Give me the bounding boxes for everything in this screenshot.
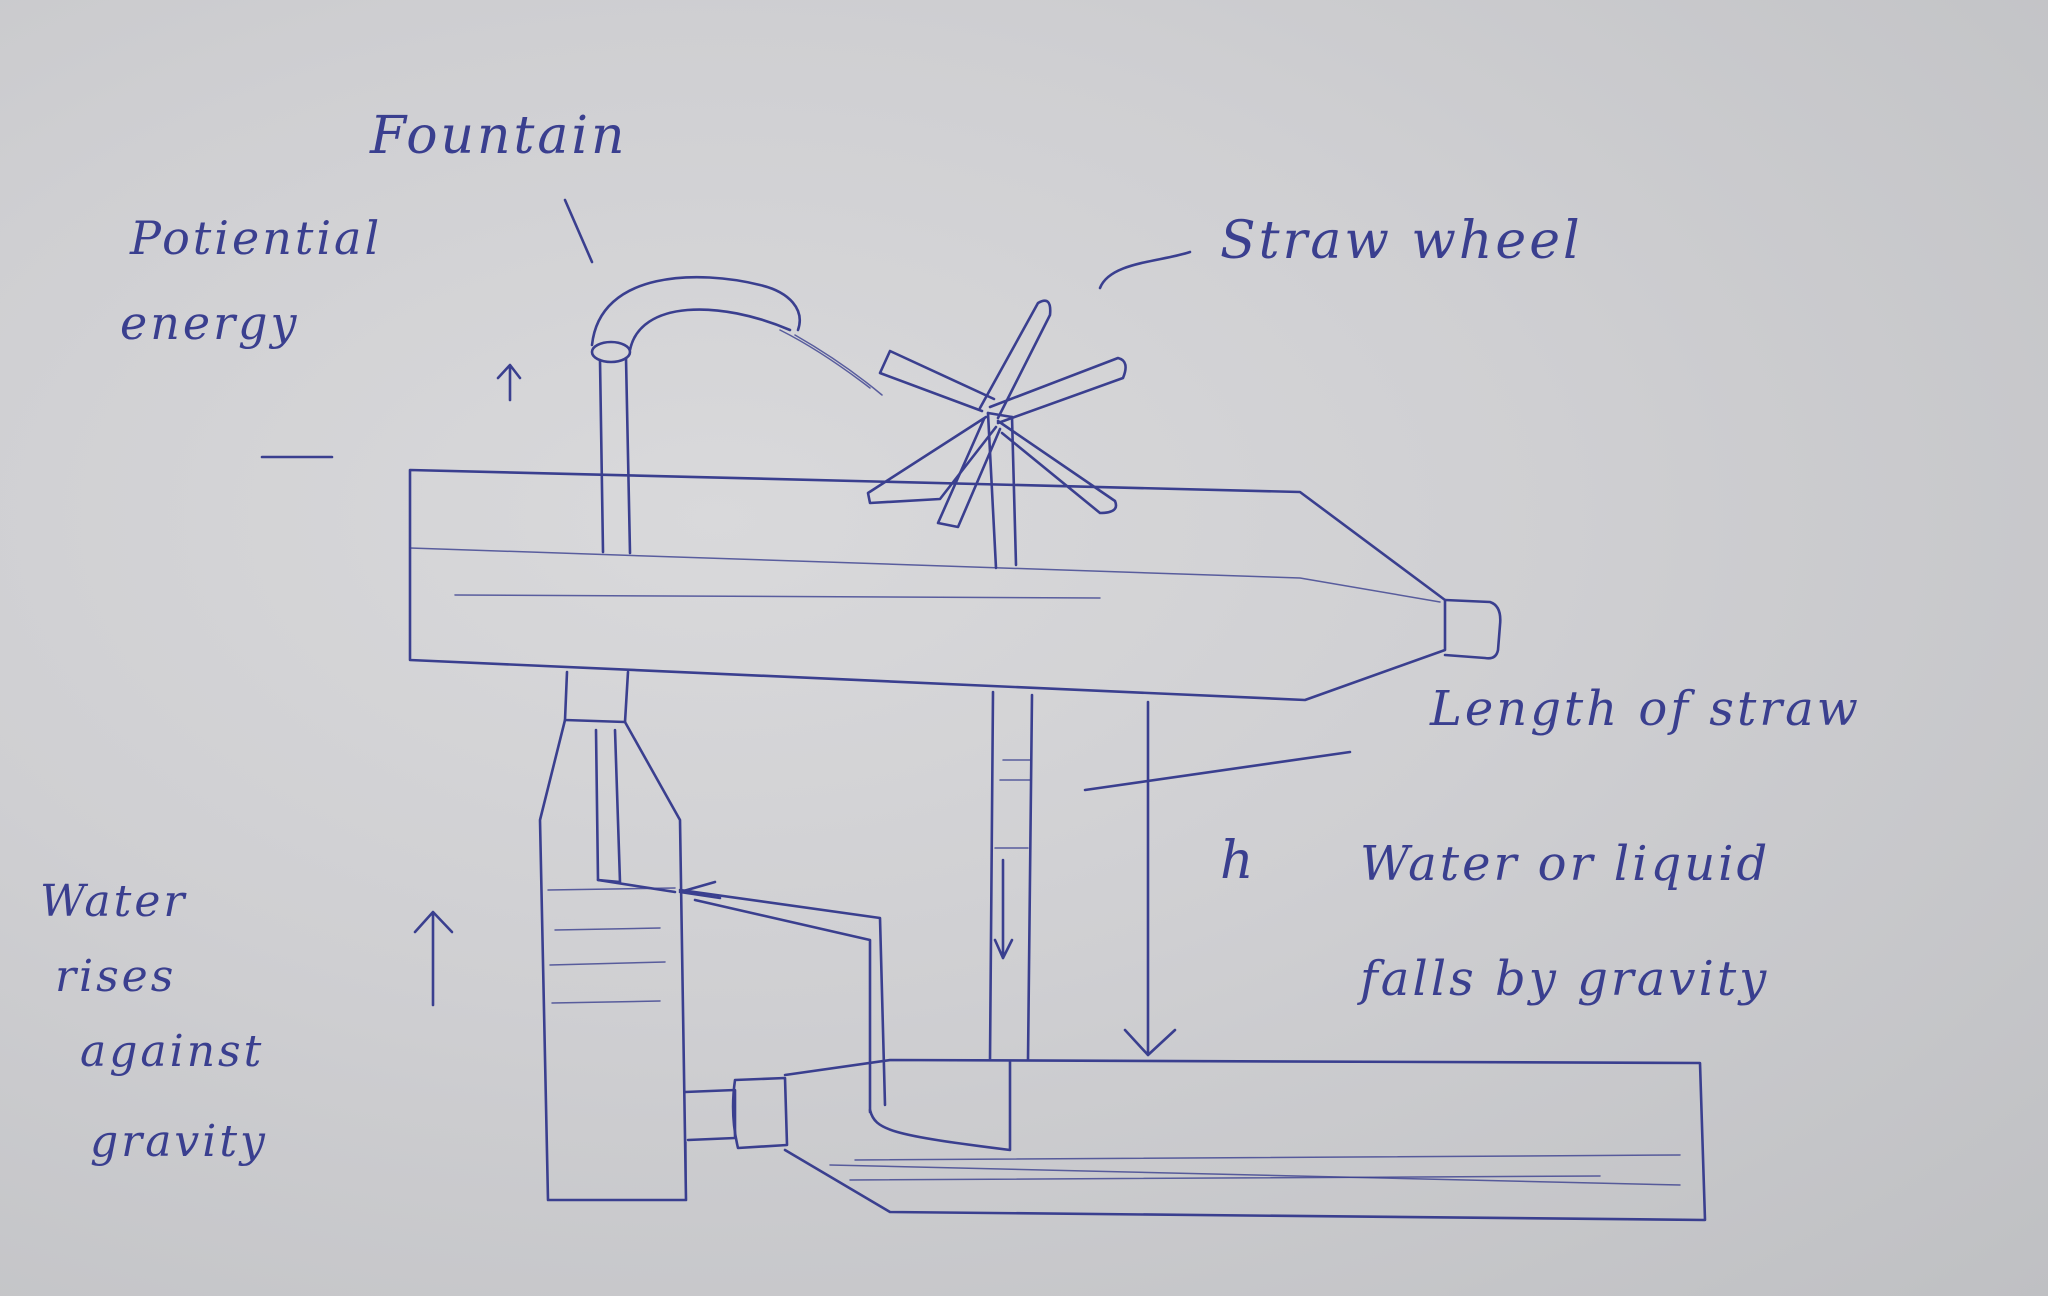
- vertical-bottle-water-line-2: [554, 927, 661, 931]
- cross-tube-lower: [693, 898, 872, 1114]
- cross-tube-arrow: [678, 880, 722, 900]
- down-straw-flow-arrow: [993, 858, 1014, 960]
- lower-bottle-outline: [783, 1058, 1707, 1222]
- fountain-arc-inner: [628, 308, 792, 352]
- label-rises-line-3: against: [80, 1026, 265, 1077]
- label-length-of-straw: Length of straw: [1430, 681, 1861, 737]
- down-straw: [988, 690, 1034, 1062]
- straw-wheel: [866, 299, 1127, 570]
- lower-bottle-cap-neck: [683, 1088, 737, 1142]
- upper-bottle-cap: [1443, 598, 1502, 660]
- straw-wheel-pointer: [1098, 250, 1192, 290]
- inner-riser-tube-2: [596, 878, 677, 894]
- label-h: h: [1220, 831, 1257, 891]
- lower-bottle-return-tube: [868, 1060, 1012, 1152]
- wheel-blade-lower-left: [866, 415, 998, 505]
- label-rises-line-2: rises: [55, 951, 177, 1002]
- wheel-shaft-left: [986, 411, 998, 570]
- label-potential-energy-2: energy: [120, 296, 300, 350]
- lower-bottle-water-line-1: [854, 1154, 1681, 1161]
- wheel-hub: [986, 411, 1014, 419]
- label-straw-wheel: Straw wheel: [1220, 211, 1583, 271]
- upper-bottle-outline: [408, 468, 1447, 702]
- cross-tube: [678, 880, 887, 1114]
- fountain-spray-1: [779, 329, 871, 389]
- wheel-blade-up: [978, 299, 1052, 420]
- length-of-straw-pointer: [1083, 750, 1352, 792]
- fountain-spray-2: [794, 334, 883, 396]
- vertical-bottle-water-line-4: [551, 1000, 661, 1004]
- lower-bottle-water-line-3: [829, 1164, 1681, 1186]
- inner-riser-tube: [594, 728, 622, 884]
- vertical-bottle-water-line-3: [549, 961, 666, 966]
- fountain-riser-left: [598, 358, 605, 554]
- label-potential-energy-1: Potiential: [130, 211, 383, 265]
- label-fountain: Fountain: [370, 106, 628, 166]
- fountain-arc-outer: [590, 275, 801, 347]
- lower-bottle-water-line-2: [849, 1175, 1601, 1181]
- vertical-bottle: [538, 670, 688, 1202]
- down-straw-left: [988, 690, 995, 1062]
- lower-bottle-cap: [731, 1076, 789, 1150]
- upper-bottle-water-line: [409, 547, 1441, 603]
- vertical-bottle-outline: [538, 718, 688, 1202]
- wheel-blade-upper-left: [878, 349, 996, 413]
- wheel-blade-down: [936, 417, 1002, 529]
- wheel-shaft-right: [1010, 415, 1018, 567]
- wheel-blade-lower-right: [996, 419, 1118, 515]
- wheel-blade-right: [988, 356, 1127, 425]
- fountain-nozzle: [590, 340, 632, 364]
- potential-energy-arrow: [496, 363, 522, 402]
- water-rises-arrow: [413, 910, 454, 1007]
- down-straw-right: [1026, 693, 1034, 1062]
- label-falls-line-1: Water or liquid: [1360, 836, 1771, 892]
- label-rises-line-4: gravity: [90, 1116, 268, 1167]
- fountain-tube: [563, 198, 883, 555]
- height-arrow: [1123, 700, 1177, 1057]
- lower-bottle: [683, 1058, 1707, 1222]
- fountain-pointer: [563, 198, 594, 264]
- cross-tube-upper: [678, 888, 887, 1107]
- fountain-riser-right: [624, 356, 632, 555]
- label-falls-line-2: falls by gravity: [1360, 951, 1770, 1007]
- upper-bottle: [408, 468, 1502, 702]
- label-rises-line-1: Water: [40, 876, 188, 927]
- upper-bottle-water-line-2: [454, 594, 1101, 599]
- vertical-bottle-neck: [563, 670, 630, 724]
